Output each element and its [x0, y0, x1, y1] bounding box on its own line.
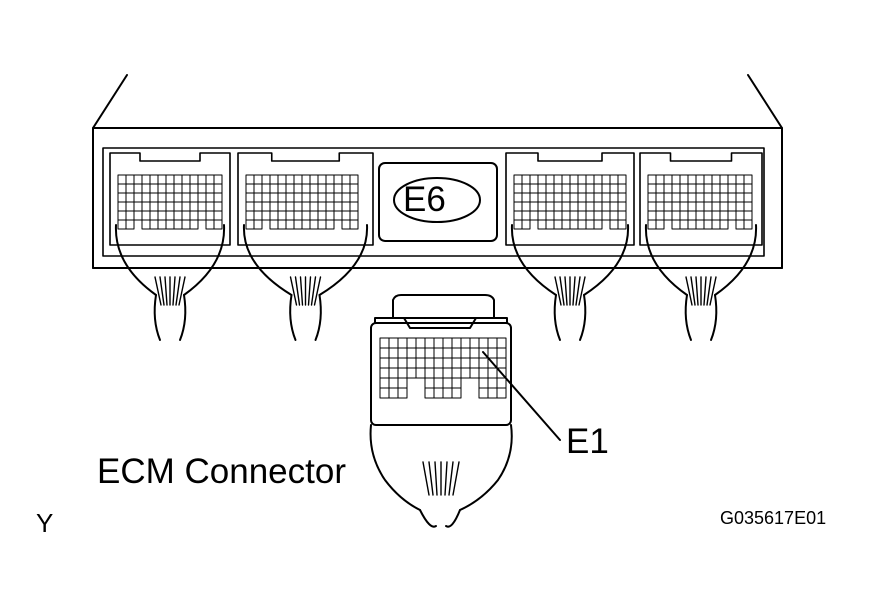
ecm-socket [109, 152, 231, 246]
ecm-wire-harness [242, 224, 369, 341]
ecm-socket [505, 152, 635, 246]
ecm-socket [237, 152, 374, 246]
e1-terminal-grid [379, 337, 507, 528]
e1-leader-line [482, 351, 561, 441]
ecm-wire-harness [510, 224, 630, 341]
e6-connector-label: E6 [403, 180, 446, 219]
e1-plug-connector [369, 294, 513, 511]
ecm-harness-group [114, 224, 758, 341]
ecm-wire-harness [644, 224, 758, 341]
e1-connector-label: E1 [566, 422, 609, 461]
ecm-connector-caption: ECM Connector [97, 452, 346, 491]
ecm-connector-group [109, 152, 763, 246]
corner-mark: Y [36, 508, 54, 538]
e6-badge [378, 162, 498, 242]
e1-wire-harness [419, 461, 461, 528]
figure-code: G035617E01 [720, 508, 827, 528]
ecm-housing [92, 74, 783, 269]
ecm-wire-harness [114, 224, 226, 341]
ecm-socket [639, 152, 763, 246]
